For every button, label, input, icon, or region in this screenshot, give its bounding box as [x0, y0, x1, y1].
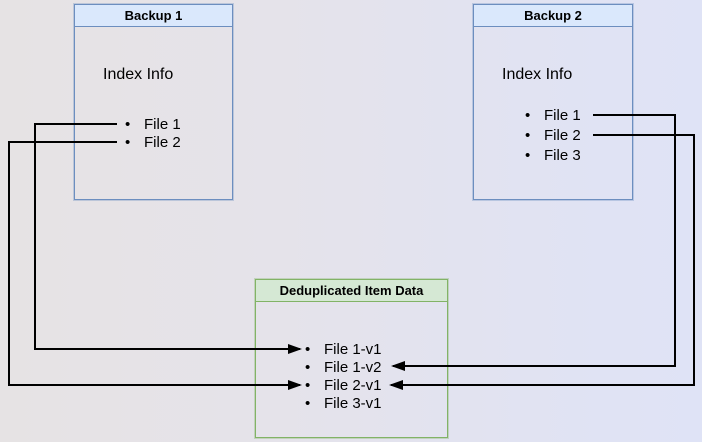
file-item: File 2	[125, 134, 181, 152]
backup2-file-list: File 1 File 2 File 3	[525, 106, 581, 166]
backup1-index-info-label: Index Info	[103, 66, 174, 83]
file-item: File 1-v1	[305, 341, 382, 359]
backup2-box: Backup 2 Index Info File 1 File 2 File 3	[473, 4, 633, 200]
file-item: File 1	[125, 116, 181, 134]
backup2-title: Backup 2	[474, 5, 632, 27]
deduplicated-item-data-box: Deduplicated Item Data File 1-v1 File 1-…	[255, 279, 448, 438]
file-item: File 3	[525, 146, 581, 166]
backup1-file-list: File 1 File 2	[125, 116, 181, 152]
file-item: File 3-v1	[305, 395, 382, 413]
backup1-box: Backup 1 Index Info File 1 File 2	[74, 4, 233, 200]
file-item: File 2	[525, 126, 581, 146]
backup1-title: Backup 1	[75, 5, 232, 27]
file-item: File 1-v2	[305, 359, 382, 377]
backup2-index-info-label: Index Info	[502, 66, 573, 83]
dedup-file-list: File 1-v1 File 1-v2 File 2-v1 File 3-v1	[305, 341, 382, 413]
dedup-title: Deduplicated Item Data	[256, 280, 447, 302]
file-item: File 1	[525, 106, 581, 126]
file-item: File 2-v1	[305, 377, 382, 395]
